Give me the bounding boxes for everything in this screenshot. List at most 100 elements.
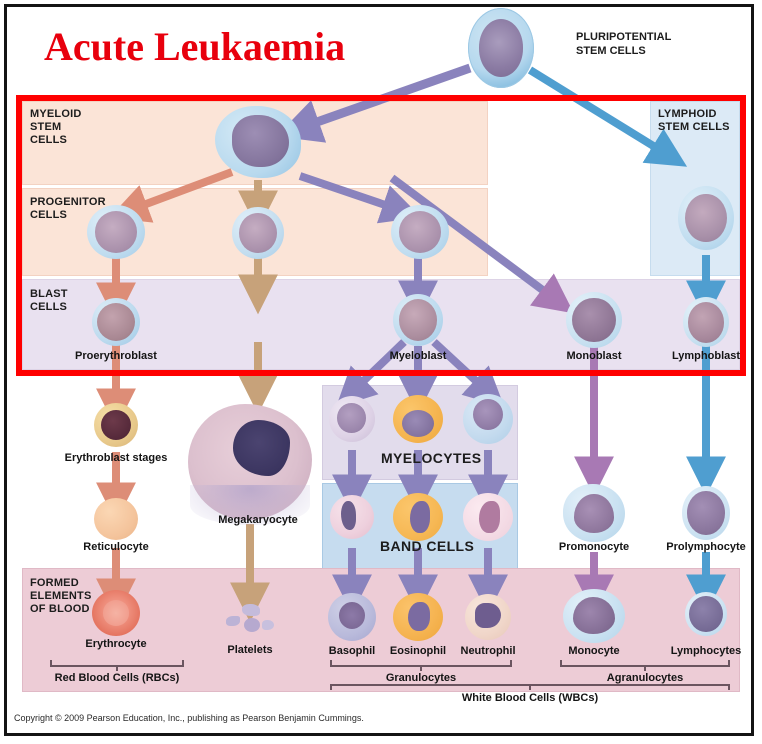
label-blast-cells: BLAST CELLS: [30, 288, 68, 314]
caption-proerythroblast: Proerythroblast: [75, 350, 157, 362]
cell-neutrophil: [465, 594, 511, 640]
cell-eosinophil-band: [393, 493, 443, 541]
nucleus: [478, 19, 524, 77]
nucleus: [101, 410, 131, 440]
cell-myeloblast: [393, 294, 443, 346]
label-rbc: Red Blood Cells (RBCs): [54, 672, 180, 684]
caption-megakaryocyte: Megakaryocyte: [218, 514, 298, 526]
cell-basophilic-myelocyte: [329, 396, 375, 442]
caption-prolymphocyte: Prolymphocyte: [666, 541, 746, 553]
cell-prolymphocyte: [682, 486, 730, 540]
nucleus-multilobed: [475, 603, 501, 629]
label-granulocytes: Granulocytes: [385, 672, 457, 684]
caption-erythrocyte: Erythrocyte: [85, 638, 147, 650]
label-wbc: White Blood Cells (WBCs): [461, 692, 599, 704]
caption-erythroblast-stages: Erythroblast stages: [64, 452, 168, 464]
caption-lymphoblast: Lymphoblast: [671, 350, 741, 362]
label-myelocytes: MYELOCYTES: [381, 450, 482, 466]
megakaryocyte-pseudopods: [190, 485, 310, 525]
cell-progenitor-myeloid: [391, 205, 449, 259]
nucleus: [402, 410, 434, 438]
label-line: CELLS: [30, 301, 68, 313]
caption-basophil: Basophil: [328, 645, 376, 657]
label-line: CELLS: [30, 134, 68, 146]
copyright-notice: Copyright © 2009 Pearson Education, Inc.…: [14, 713, 364, 723]
label-line: STEM: [30, 121, 62, 133]
nucleus: [341, 501, 357, 531]
nucleus: [687, 491, 725, 535]
platelet: [242, 604, 260, 616]
cell-monocyte: [563, 589, 625, 643]
label-line: STEM CELLS: [658, 121, 730, 133]
nucleus: [572, 297, 616, 343]
platelet: [262, 620, 274, 630]
nucleus: [337, 403, 366, 433]
bracket-rbc: [50, 660, 184, 671]
label-line: LYMPHOID: [658, 108, 717, 120]
cell-monoblast: [566, 292, 622, 348]
nucleus: [232, 115, 289, 168]
caption-platelets: Platelets: [227, 644, 273, 656]
cell-reticulocyte: [94, 498, 138, 540]
nucleus: [94, 210, 138, 254]
cell-eosinophil: [393, 593, 443, 641]
label-band-cells: BAND CELLS: [380, 538, 475, 554]
label-line: PROGENITOR: [30, 196, 106, 208]
cell-platelets: [222, 602, 278, 638]
label-line: PLURIPOTENTIAL: [576, 31, 672, 43]
cell-myeloid-stem: [215, 106, 301, 178]
cell-progenitor-megakaryocytic: [232, 207, 284, 259]
label-line: OF BLOOD: [30, 603, 90, 615]
caption-monocyte: Monocyte: [568, 645, 620, 657]
label-line: STEM CELLS: [576, 45, 646, 57]
bracket-wbc: [330, 684, 730, 694]
cell-pluripotential-stem: [468, 8, 534, 88]
nucleus: [232, 420, 290, 476]
label-pluripotential-stem-cells: PLURIPOTENTIAL STEM CELLS: [576, 30, 671, 58]
label-formed-elements: FORMED ELEMENTS OF BLOOD: [30, 577, 92, 616]
caption-myeloblast: Myeloblast: [389, 350, 447, 362]
page-title: Acute Leukaemia: [44, 24, 346, 69]
label-myeloid-stem-cells: MYELOID STEM CELLS: [30, 108, 82, 147]
label-agranulocytes: Agranulocytes: [606, 672, 684, 684]
cell-erythrocyte: [92, 590, 140, 636]
cell-basophil-band: [330, 495, 374, 539]
nucleus: [399, 299, 437, 341]
nucleus: [687, 301, 725, 343]
acute-leukaemia-highlight-box: [16, 95, 746, 376]
caption-lymphocytes: Lymphocytes: [670, 645, 742, 657]
label-line: BLAST: [30, 288, 68, 300]
nucleus: [239, 213, 277, 253]
label-line: CELLS: [30, 209, 68, 221]
cell-lymphocytes: [685, 592, 727, 636]
cell-lymphoblast: [683, 297, 729, 347]
nucleus: [689, 595, 723, 633]
caption-reticulocyte: Reticulocyte: [83, 541, 149, 553]
erythrocyte-center-pallor: [102, 600, 130, 626]
caption-neutrophil: Neutrophil: [460, 645, 516, 657]
bracket-granulocytes: [330, 660, 512, 671]
cell-erythroblast-stages: [94, 403, 138, 447]
cell-neutrophilic-myelocyte: [463, 394, 513, 444]
label-lymphoid-stem-cells: LYMPHOID STEM CELLS: [658, 108, 730, 134]
cell-lymphoid-stem: [678, 186, 734, 250]
cell-megakaryocyte: [188, 404, 312, 525]
cell-progenitor-erythroid: [87, 205, 145, 259]
caption-promonocyte: Promonocyte: [558, 541, 630, 553]
label-line: FORMED: [30, 577, 79, 589]
caption-monoblast: Monoblast: [566, 350, 622, 362]
cell-basophil: [328, 593, 376, 641]
nucleus-band: [479, 500, 500, 534]
nucleus-kidney: [574, 494, 614, 533]
nucleus-kidney: [572, 596, 616, 635]
cell-proerythroblast: [92, 298, 140, 346]
label-line: ELEMENTS: [30, 590, 92, 602]
nucleus: [398, 210, 442, 254]
platelet: [226, 616, 240, 626]
nucleus: [96, 302, 136, 342]
cell-eosinophilic-myelocyte: [393, 395, 443, 443]
platelet: [244, 618, 260, 632]
nucleus: [685, 193, 727, 243]
nucleus-band: [410, 500, 430, 534]
